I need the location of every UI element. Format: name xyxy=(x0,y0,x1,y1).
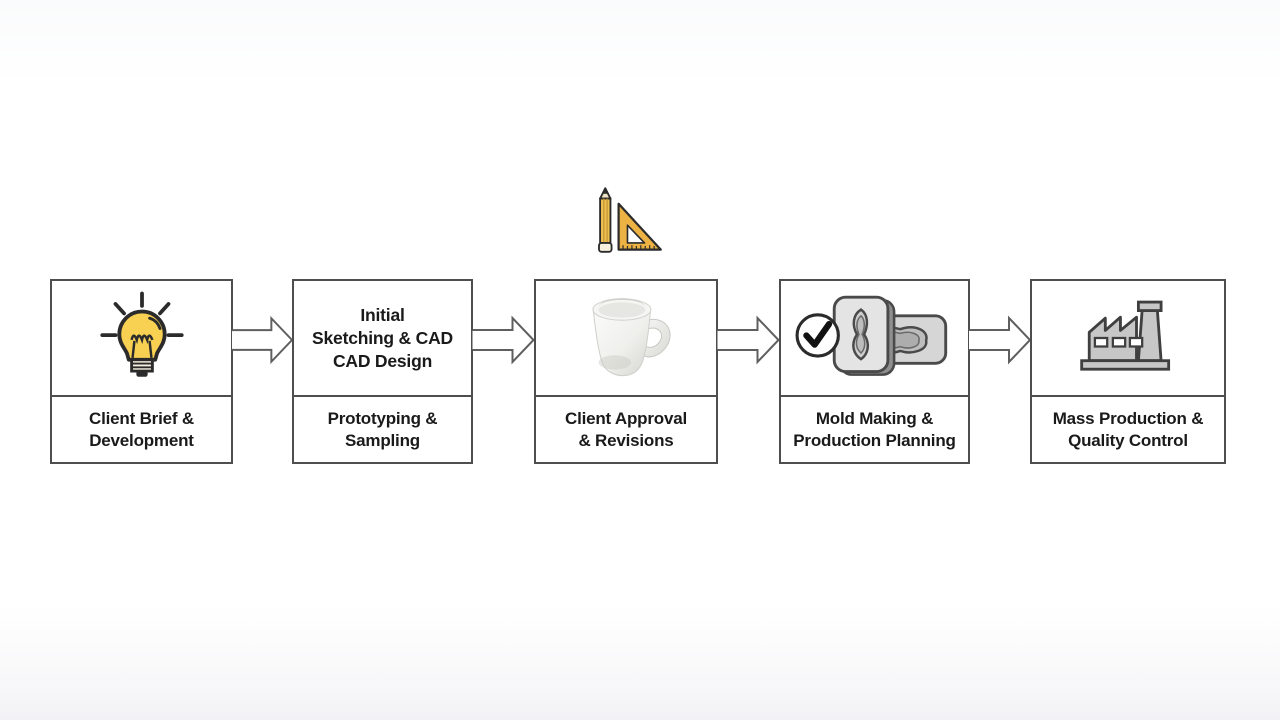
step-top-text-sketching-cad: Initial Sketching & CAD CAD Design xyxy=(312,304,453,371)
mug-photo xyxy=(592,298,671,377)
mold-check-icon xyxy=(795,295,947,376)
flow-arrow-3 xyxy=(717,315,780,365)
step-box-sketching-cad: Initial Sketching & CAD CAD Design Proto… xyxy=(292,279,473,464)
flow-arrow-1 xyxy=(232,315,293,365)
step-label-mass-production: Mass Production & Quality Control xyxy=(1052,408,1204,450)
step-label-mold-making: Mold Making & Production Planning xyxy=(793,408,956,450)
flow-arrow-4 xyxy=(969,315,1031,365)
step-label-prototyping: Prototyping & Sampling xyxy=(327,408,438,450)
factory-icon xyxy=(1080,300,1171,371)
step-box-client-approval: Client Approval & Revisions xyxy=(534,279,718,464)
pencil-set-square-icon xyxy=(598,187,662,253)
step-label-client-brief: Client Brief & Development xyxy=(89,408,194,450)
step-box-client-brief: Client Brief & Development xyxy=(50,279,233,464)
step-box-mass-production: Mass Production & Quality Control xyxy=(1030,279,1226,464)
step-box-mold-making: Mold Making & Production Planning xyxy=(779,279,970,464)
flow-arrow-2 xyxy=(472,315,535,365)
step-label-client-approval: Client Approval & Revisions xyxy=(565,408,687,450)
lightbulb-icon xyxy=(99,291,184,377)
